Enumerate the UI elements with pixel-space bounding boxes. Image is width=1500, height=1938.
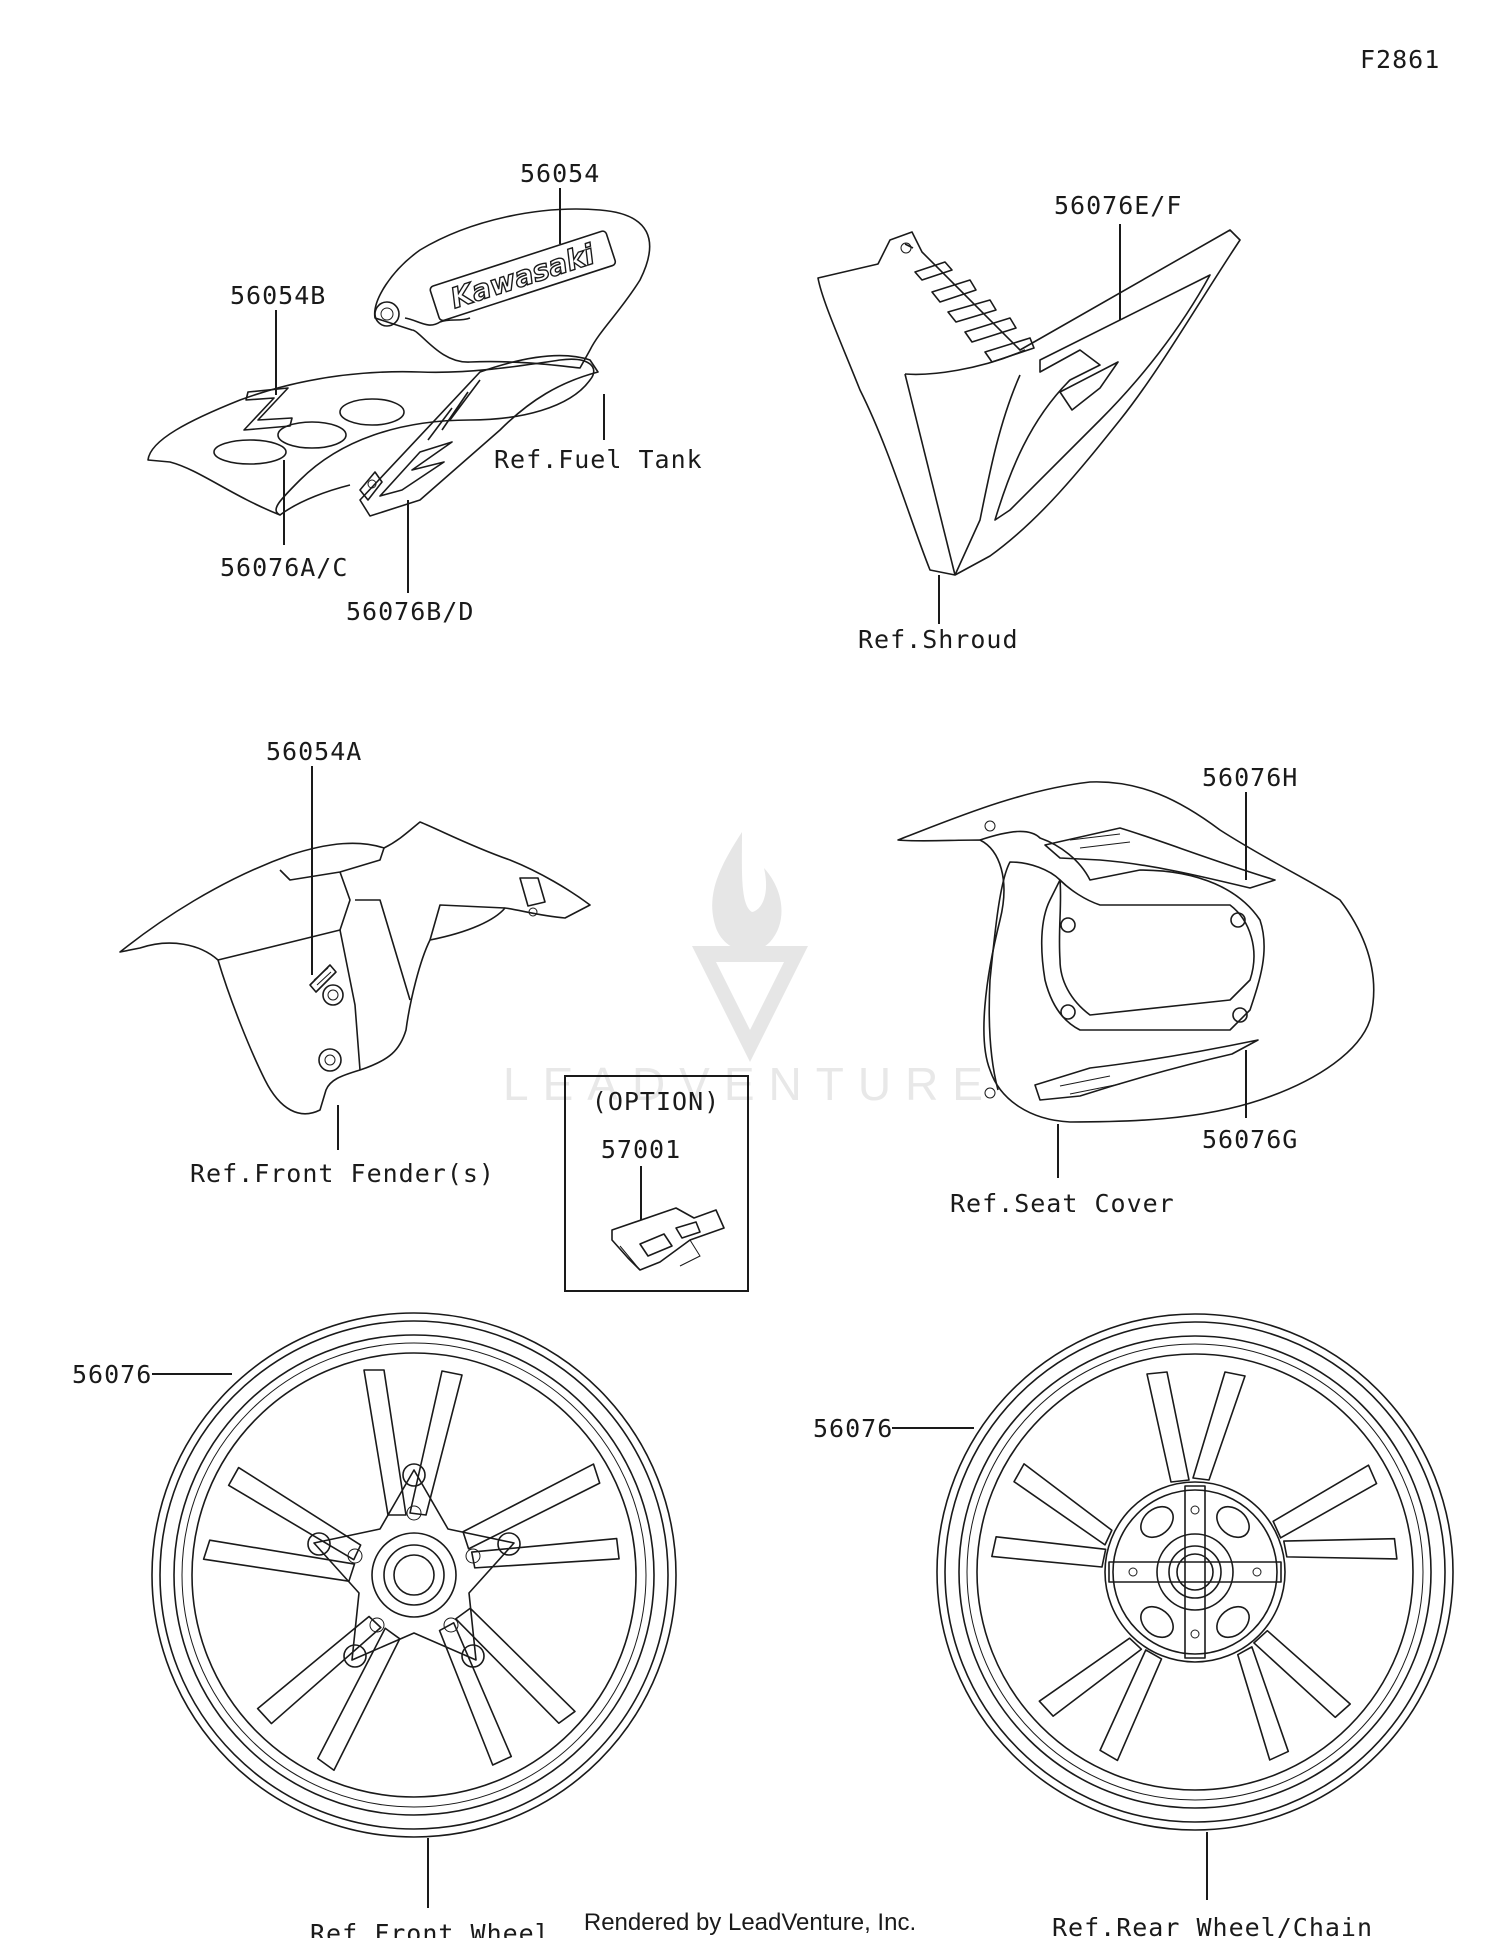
callout-56076-front[interactable]: 56076 — [72, 1360, 152, 1389]
rear-wheel-leaders — [892, 1427, 1208, 1900]
ref-seat-cover-label[interactable]: Ref.Seat Cover — [950, 1189, 1175, 1218]
front-fender-illustration — [119, 821, 591, 1115]
seat-cover-leaders — [1057, 792, 1247, 1178]
footer-credit: Rendered by LeadVenture, Inc. — [584, 1909, 916, 1936]
callout-56076g[interactable]: 56076G — [1202, 1125, 1298, 1154]
watermark-text: LEADVENTURE — [503, 1058, 997, 1110]
ref-front-fender-label[interactable]: Ref.Front Fender(s) — [190, 1159, 495, 1188]
ref-front-wheel-label[interactable]: Ref.Front Wheel — [310, 1919, 551, 1938]
front-wheel-illustration — [151, 1312, 677, 1838]
kawasaki-logo-text: Kawasaki — [446, 238, 598, 316]
callout-57001[interactable]: 57001 — [601, 1135, 681, 1164]
rear-wheel-illustration — [936, 1313, 1454, 1831]
callout-56076ef[interactable]: 56076E/F — [1054, 191, 1182, 220]
front-fender-leaders — [311, 766, 339, 1150]
callout-56054a[interactable]: 56054A — [266, 737, 362, 766]
ref-shroud-label[interactable]: Ref.Shroud — [858, 625, 1019, 654]
callout-56076h[interactable]: 56076H — [1202, 763, 1298, 792]
callout-56076-rear[interactable]: 56076 — [813, 1414, 893, 1443]
callout-56076bd[interactable]: 56076B/D — [346, 597, 474, 626]
watermark-logo: LEADVENTURE — [503, 832, 997, 1110]
callout-56054b[interactable]: 56054B — [230, 281, 326, 310]
shroud-illustration — [817, 229, 1241, 576]
seat-cover-illustration — [897, 781, 1375, 1123]
diagram-id: F2861 — [1360, 45, 1440, 74]
fuel-tank-leaders — [275, 188, 605, 593]
callout-56076ac[interactable]: 56076A/C — [220, 553, 348, 582]
ref-rear-wheel-label[interactable]: Ref.Rear Wheel/Chain — [1052, 1913, 1373, 1938]
option-title: (OPTION) — [592, 1087, 720, 1116]
shroud-leaders — [938, 224, 1121, 624]
ref-fuel-tank-label[interactable]: Ref.Fuel Tank — [494, 445, 703, 474]
option-box: (OPTION) 57001 — [564, 1075, 749, 1292]
callout-56054[interactable]: 56054 — [520, 159, 600, 188]
front-wheel-leaders — [152, 1373, 429, 1908]
